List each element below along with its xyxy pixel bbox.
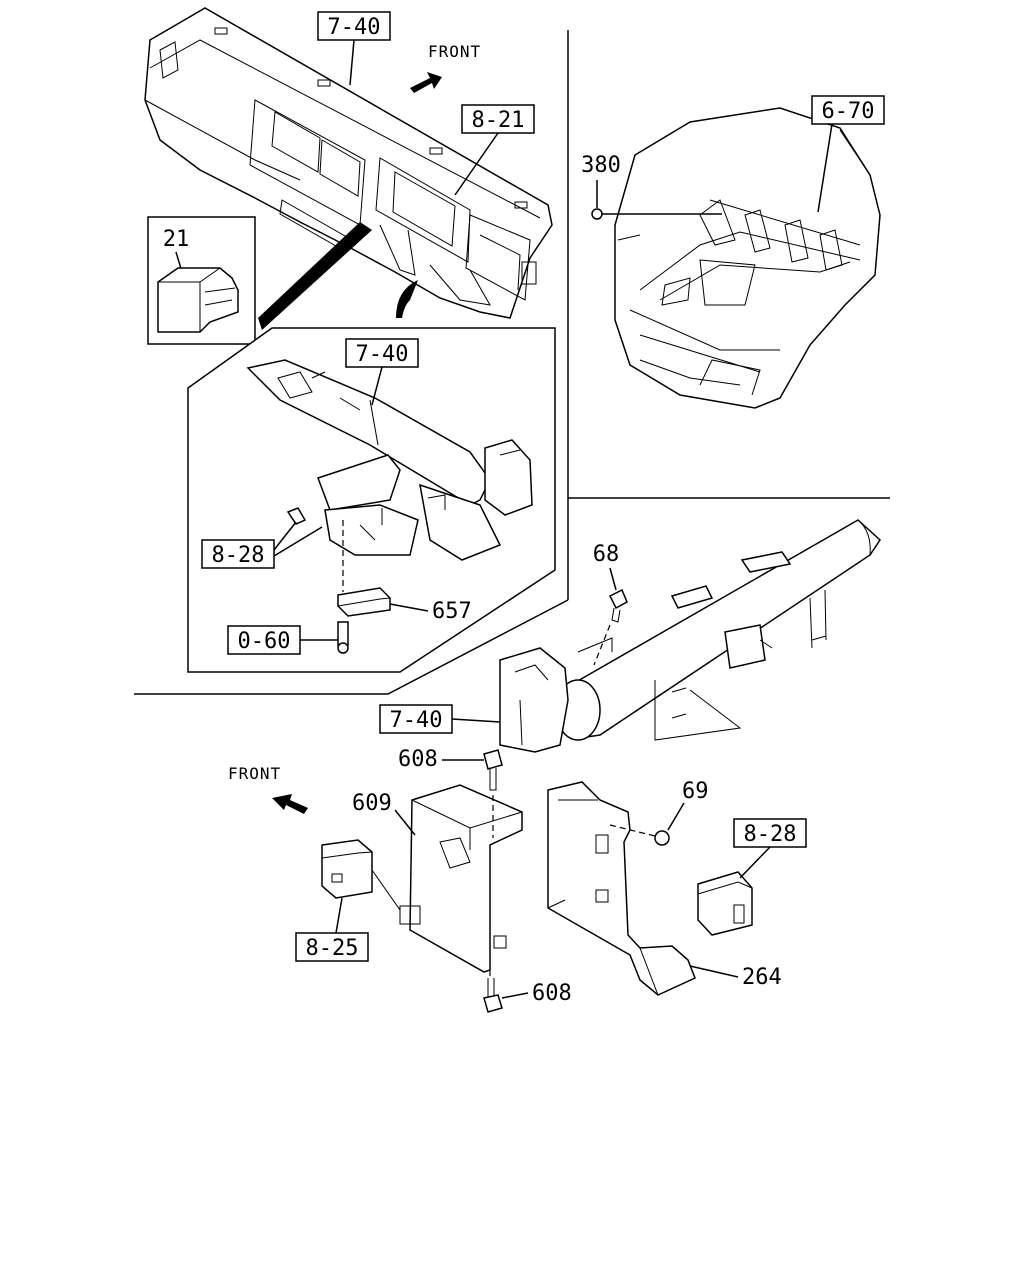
callout-380-label: 380: [581, 153, 621, 178]
callout-8-25: 8-25: [295, 897, 369, 962]
callout-8-28-lower-label: 8-28: [744, 822, 797, 847]
callout-7-40-top-label: 7-40: [328, 15, 381, 40]
detail-crossbar: [246, 359, 533, 561]
callout-608-top-label: 608: [398, 747, 438, 772]
callout-8-25-label: 8-25: [306, 936, 359, 961]
callout-7-40-detail-label: 7-40: [356, 342, 409, 367]
callout-0-60-label: 0-60: [238, 629, 291, 654]
bolt-608-bottom: [483, 970, 503, 1013]
nut-69: [609, 824, 670, 846]
callout-69-label: 69: [682, 779, 709, 804]
callout-21-label: 21: [163, 227, 190, 252]
callout-6-70: 6-70: [811, 95, 885, 213]
callout-68: 68: [593, 542, 620, 591]
callout-657-label: 657: [432, 599, 472, 624]
inset-part-21: 21: [147, 216, 256, 345]
callout-8-21-label: 8-21: [472, 108, 525, 133]
front-arrow-bottom-icon: [272, 794, 308, 814]
detail-screw-0-60: [337, 621, 349, 654]
callout-380: 380: [581, 153, 722, 220]
front-label-bottom: FRONT: [228, 764, 281, 783]
callout-264-label: 264: [742, 965, 782, 990]
bolt-608-top: [483, 749, 503, 838]
detail-relay-657: [337, 520, 391, 617]
detail-bolt-8-28: [286, 507, 307, 525]
dashboard-illustration: [144, 7, 553, 319]
callout-264: 264: [689, 965, 782, 990]
callout-6-70-label: 6-70: [822, 99, 875, 124]
callout-608-bottom: 608: [501, 981, 572, 1006]
callout-69: 69: [667, 779, 709, 831]
callout-7-40-top: 7-40: [317, 11, 391, 86]
front-arrow-bottom: FRONT: [228, 764, 308, 814]
bracket-609: [399, 784, 523, 973]
callout-609: 609: [352, 791, 416, 836]
callout-609-label: 609: [352, 791, 392, 816]
callout-657: 657: [389, 599, 472, 624]
front-arrow-top: FRONT: [410, 42, 481, 93]
callout-608-top: 608: [398, 747, 484, 772]
callout-7-40-lower-label: 7-40: [390, 708, 443, 733]
module-8-25: [321, 839, 401, 911]
callout-8-28-lower: 8-28: [733, 818, 807, 879]
module-8-28-lower: [697, 871, 753, 936]
callout-68-label: 68: [593, 542, 620, 567]
front-arrow-top-icon: [410, 72, 442, 93]
callout-8-28-detail: 8-28: [201, 521, 323, 569]
bolt-68: [593, 588, 628, 666]
callout-8-28-detail-label: 8-28: [212, 543, 265, 568]
front-label-top: FRONT: [428, 42, 481, 61]
callout-0-60: 0-60: [227, 625, 338, 655]
lower-crossbar: [499, 519, 881, 753]
callout-608-bottom-label: 608: [532, 981, 572, 1006]
callout-8-21: 8-21: [454, 104, 535, 196]
callout-7-40-detail: 7-40: [345, 338, 419, 406]
cab-illustration: [614, 107, 881, 409]
bracket-264: [547, 781, 696, 996]
dashboard-pointers: [258, 222, 418, 330]
section-dividers: [134, 30, 890, 695]
callout-7-40-lower: 7-40: [379, 704, 501, 734]
